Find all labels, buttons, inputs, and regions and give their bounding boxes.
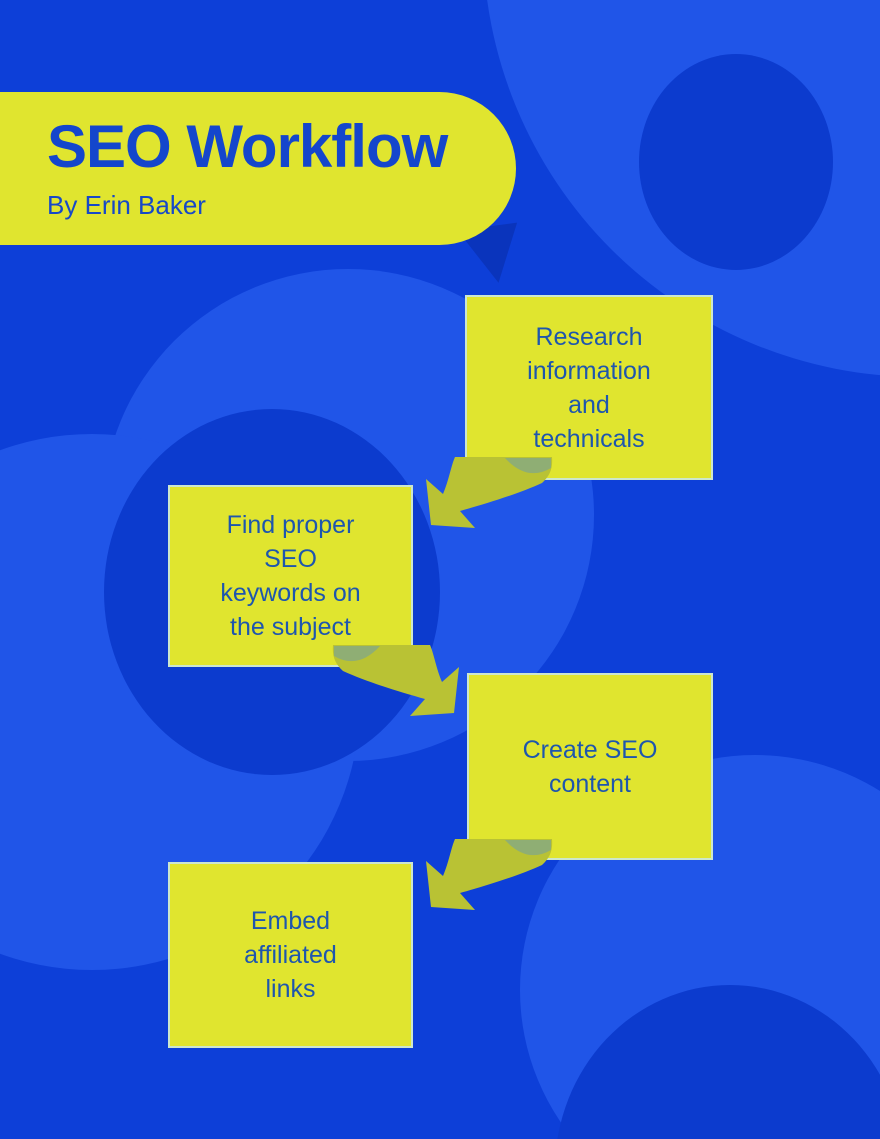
flow-arrow-3-down-left-icon bbox=[426, 839, 553, 910]
step-label-links: Embed affiliated links bbox=[244, 907, 337, 1003]
page-byline: By Erin Baker bbox=[47, 189, 206, 220]
header-card: SEO Workflow By Erin Baker bbox=[0, 92, 516, 245]
step-label-content: Create SEO content bbox=[522, 735, 658, 798]
page-title: SEO Workflow bbox=[47, 112, 448, 180]
flow-arrow-2-down-right-icon bbox=[332, 645, 459, 716]
step-card-research: Research information and technicals bbox=[465, 295, 713, 480]
step-card-keywords: Find proper SEO keywords on the subject bbox=[168, 485, 413, 667]
step-label-keywords: Find proper SEO keywords on the subject bbox=[220, 511, 361, 641]
step-card-links: Embed affiliated links bbox=[168, 862, 413, 1048]
step-label-research: Research information and technicals bbox=[527, 322, 651, 453]
step-card-content: Create SEO content bbox=[467, 673, 713, 860]
bg-circle-top-right-dark bbox=[639, 54, 833, 270]
flow-arrow-1-down-left-icon bbox=[426, 457, 553, 528]
